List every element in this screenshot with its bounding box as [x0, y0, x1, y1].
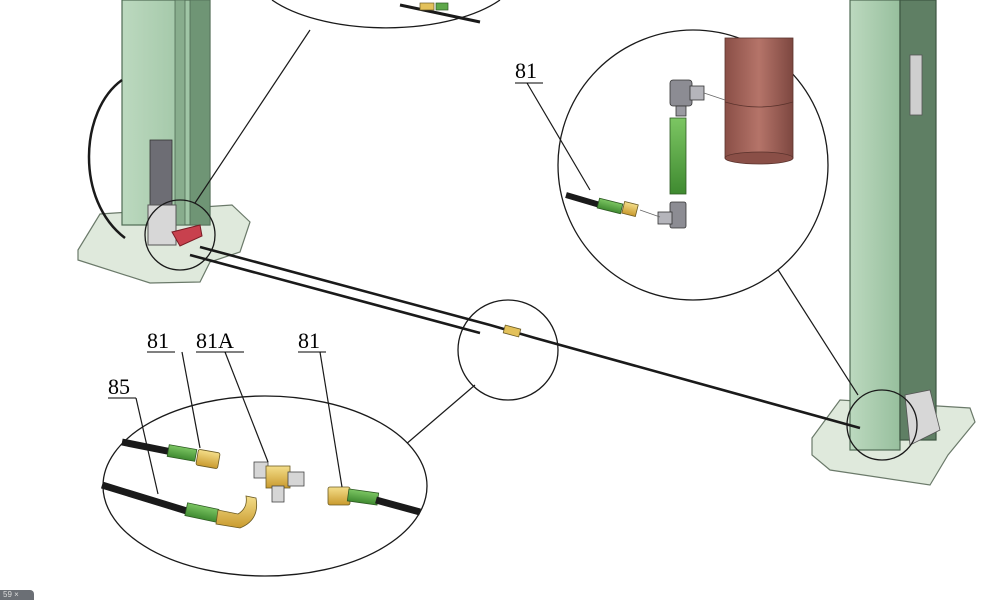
right-detail-marker [846, 389, 918, 461]
corner-tag: 59 × [0, 590, 34, 600]
left-bracket [147, 204, 177, 246]
left-post [77, 0, 251, 284]
callout-81a: 81A [196, 328, 244, 353]
callout-81-lower-left: 81 [147, 328, 175, 353]
elbow-fitting-bottom [657, 201, 687, 229]
elbow-fitting-85 [215, 495, 258, 529]
right-post-slot-lock [909, 54, 923, 116]
tee-junction [502, 324, 522, 338]
swivel-nut-81-left [195, 449, 221, 469]
main-hose-run [189, 245, 861, 430]
callout-label-85: 85 [108, 374, 130, 399]
callout-81-lower-right: 81 [298, 328, 326, 353]
callout-85: 85 [108, 374, 136, 399]
vertical-ferrule [669, 117, 687, 195]
swivel-nut-81-right [327, 486, 351, 506]
swivel-nut-upper [621, 200, 639, 218]
hose-85 [100, 481, 192, 516]
elbow-fitting-top [669, 79, 705, 117]
callout-81-upper: 81 [515, 58, 543, 84]
lift-cylinder [724, 37, 794, 159]
callout-label-81-lower-left: 81 [147, 328, 169, 353]
right-post [811, 0, 976, 486]
top-detail-bubble [271, 0, 501, 29]
callout-label-81-lower-right: 81 [298, 328, 320, 353]
upper-right-detail-bubble [526, 29, 829, 301]
hose-81-right [375, 496, 421, 516]
left-detail-marker [144, 199, 216, 271]
tee-fitting-81a [253, 461, 305, 503]
left-return-hose [87, 78, 126, 239]
callout-label-81-upper: 81 [515, 58, 537, 83]
right-post-column [849, 0, 901, 451]
callout-label-81a: 81A [196, 328, 234, 353]
red-bracket [171, 224, 203, 247]
lower-detail-bubble [100, 351, 428, 577]
tee-detail-marker [457, 299, 559, 401]
